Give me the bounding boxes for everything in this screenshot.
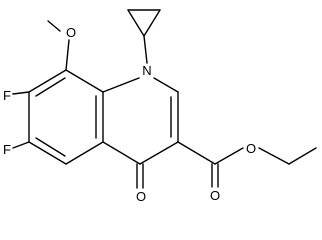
ester-oxygen-label: O	[246, 141, 256, 156]
bond-c3-c4	[139, 141, 179, 165]
bond-c3-ester-c	[177, 141, 216, 165]
fluorine-7-label: F	[3, 88, 11, 103]
bond-ester-c-o	[214, 147, 244, 165]
bond-c6-c5-inner	[35, 137, 66, 157]
bond-o-ethyl-ch2	[258, 147, 290, 165]
bond-c4-c4a	[102, 141, 141, 165]
ketone-oxygen-label: O	[136, 189, 146, 204]
fluorine-6-label: F	[3, 142, 11, 157]
ring-nitrogen-label: N	[142, 63, 151, 78]
bond-c6-c5	[28, 141, 67, 165]
bond-cyclopropyl-3	[143, 9, 161, 37]
bond-c8a-c8	[65, 69, 104, 93]
bond-c6-f	[12, 141, 30, 149]
bond-c7-f	[12, 91, 30, 95]
methoxy-oxygen-label: O	[66, 25, 76, 40]
canvas-background	[0, 0, 322, 207]
ester-carbonyl-oxygen-label: O	[210, 188, 220, 203]
molecule-structure: O N F F O O O	[0, 0, 322, 207]
bonds	[12, 9, 317, 189]
bond-c5-c4a	[65, 141, 104, 165]
bond-c8-o	[65, 39, 70, 71]
bond-o-methyl	[47, 20, 61, 32]
atom-labels: O N F F O O O	[3, 25, 256, 204]
bond-cyclopropyl-2	[127, 9, 145, 37]
bond-c8-c7	[28, 69, 67, 93]
bond-n-c2	[153, 77, 179, 93]
bond-ethyl-ch3	[288, 147, 317, 165]
bond-c8a-n	[102, 77, 140, 93]
bond-cyclopropyl-n	[143, 35, 148, 64]
bond-c8-c7-inner	[35, 77, 66, 97]
